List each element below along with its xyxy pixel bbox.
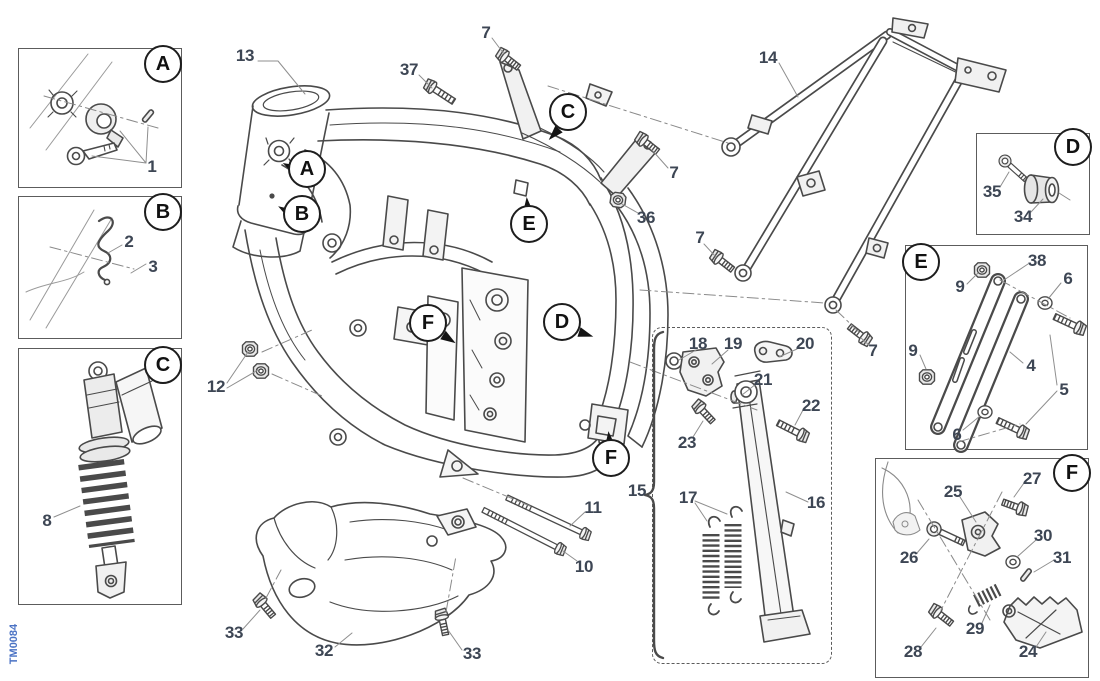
frame-callout-b: B <box>283 195 321 233</box>
panel-badge-e: E <box>902 243 940 281</box>
part-label-8: 8 <box>42 511 52 530</box>
part-label-12: 12 <box>206 377 226 396</box>
frame-callout-a: A <box>288 150 326 188</box>
badge-letter: D <box>1065 135 1081 158</box>
part-label-25: 25 <box>943 482 963 501</box>
frame-callout-e: E <box>510 205 548 243</box>
part-label-31: 31 <box>1052 548 1072 567</box>
drawing-code: TM0084 <box>8 623 20 665</box>
callout-arrow-icon <box>577 327 595 342</box>
part-label-10: 10 <box>574 557 594 576</box>
part-label-7: 7 <box>669 163 679 182</box>
badge-letter: B <box>155 200 171 223</box>
part-label-6: 6 <box>952 425 962 444</box>
part-label-20: 20 <box>795 334 815 353</box>
part-label-34: 34 <box>1013 207 1033 226</box>
part-label-26: 26 <box>899 548 919 567</box>
main-frame-art <box>232 61 669 478</box>
part-label-17: 17 <box>678 488 698 507</box>
panel-badge-d: D <box>1054 128 1092 166</box>
frame-callout-c: C <box>549 93 587 131</box>
frame-callout-f2: F <box>592 439 630 477</box>
part-label-35: 35 <box>982 182 1002 201</box>
part-label-9: 9 <box>908 341 918 360</box>
callout-letter: A <box>299 157 315 180</box>
frame-callout-d: D <box>543 303 581 341</box>
badge-letter: A <box>155 52 171 75</box>
part-label-30: 30 <box>1033 526 1053 545</box>
part-label-16: 16 <box>806 493 826 512</box>
group-label-15: 15 <box>627 481 647 500</box>
part-label-19: 19 <box>723 334 743 353</box>
detail-panel-c <box>18 348 182 605</box>
part-label-32: 32 <box>314 641 334 660</box>
part-label-36: 36 <box>636 208 656 227</box>
panel-badge-f: F <box>1053 454 1091 492</box>
part-label-13: 13 <box>235 46 255 65</box>
callout-letter: B <box>294 202 310 225</box>
callout-letter: E <box>522 212 536 235</box>
part-label-28: 28 <box>903 642 923 661</box>
part-label-27: 27 <box>1022 469 1042 488</box>
badge-letter: F <box>1065 461 1079 484</box>
part-label-2: 2 <box>124 232 134 251</box>
part-label-1: 1 <box>147 157 157 176</box>
part-label-7: 7 <box>481 23 491 42</box>
frame-callout-f1: F <box>409 304 447 342</box>
panel-badge-a: A <box>144 45 182 83</box>
panel-badge-b: B <box>144 193 182 231</box>
part-label-29: 29 <box>965 619 985 638</box>
part-label-4: 4 <box>1026 356 1036 375</box>
part-label-9: 9 <box>955 277 965 296</box>
part-label-7: 7 <box>868 341 878 360</box>
part-label-7: 7 <box>695 228 705 247</box>
part-label-11: 11 <box>584 498 602 517</box>
callout-letter: D <box>554 310 570 333</box>
callout-letter: F <box>604 446 618 469</box>
part-label-22: 22 <box>801 396 821 415</box>
callout-letter: C <box>560 100 576 123</box>
skid-plate-art <box>255 501 507 646</box>
part-label-33: 33 <box>462 644 482 663</box>
part-label-6: 6 <box>1063 269 1073 288</box>
part-label-23: 23 <box>677 433 697 452</box>
badge-letter: C <box>155 353 171 376</box>
part-label-38: 38 <box>1027 251 1047 270</box>
part-label-18: 18 <box>688 334 708 353</box>
part-label-3: 3 <box>148 257 158 276</box>
panel-badge-c: C <box>144 346 182 384</box>
part-label-5: 5 <box>1059 380 1069 399</box>
callout-letter: F <box>421 311 435 334</box>
part-label-14: 14 <box>758 48 778 67</box>
part-label-21: 21 <box>753 370 773 389</box>
part-label-33: 33 <box>224 623 244 642</box>
badge-letter: E <box>914 250 928 273</box>
part-label-37: 37 <box>399 60 419 79</box>
part-label-24: 24 <box>1018 642 1038 661</box>
